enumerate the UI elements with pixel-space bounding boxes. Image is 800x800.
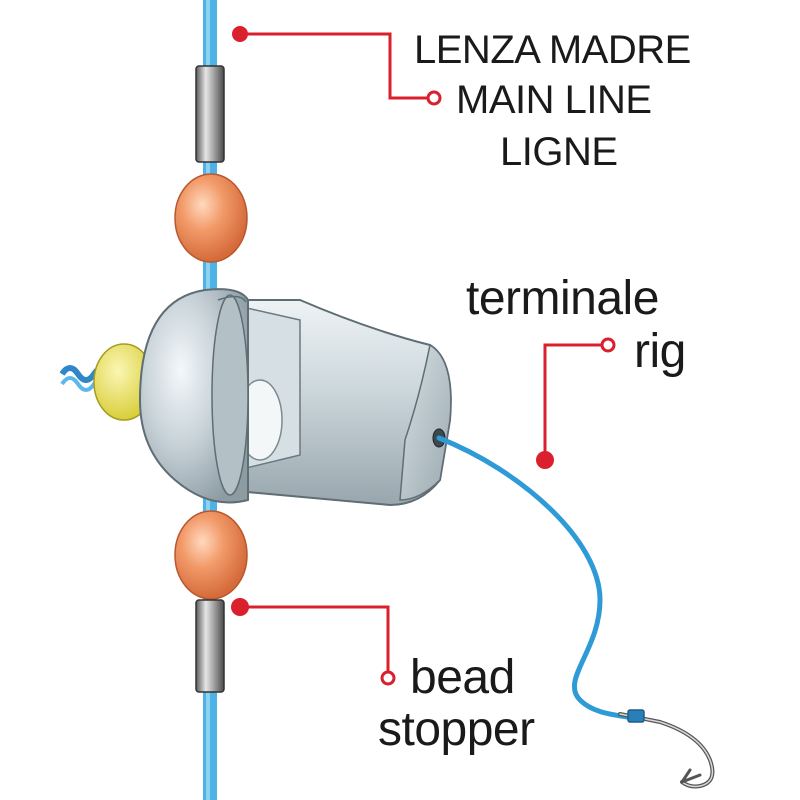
label-main-line: MAIN LINE <box>456 78 652 122</box>
bottom-stopper-tube <box>195 599 225 693</box>
hook <box>618 709 715 789</box>
pointer-bead-stopper <box>231 598 396 686</box>
label-rig: rig <box>634 325 686 378</box>
top-bead <box>174 173 248 263</box>
pointer-terminal-rig <box>536 337 616 469</box>
pointer-main-line <box>232 26 442 106</box>
sinker-body <box>212 299 452 507</box>
label-terminale: terminale <box>466 272 659 325</box>
terminal-rig-line <box>436 435 635 721</box>
label-stopper: stopper <box>378 703 535 756</box>
top-stopper-tube <box>195 65 225 163</box>
label-bead: bead <box>410 651 515 704</box>
label-lenza-madre: LENZA MADRE <box>414 28 691 72</box>
sinker-dome <box>138 288 249 504</box>
label-ligne: LIGNE <box>500 130 618 174</box>
bottom-bead <box>174 510 248 600</box>
